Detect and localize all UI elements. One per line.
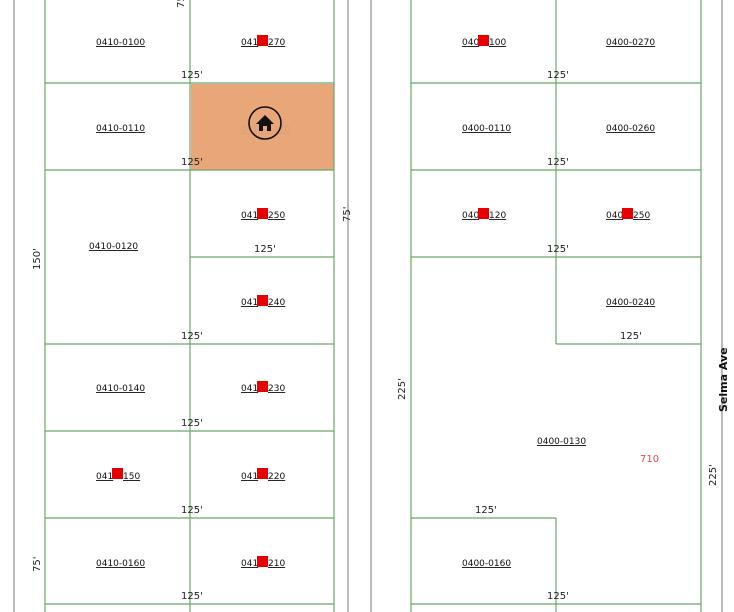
- parcel-label-0400-0100-a[interactable]: 040: [462, 38, 479, 48]
- parcel-marker-0410-0240: [257, 295, 268, 306]
- dim-label: 225': [708, 464, 719, 486]
- parcel-label-0400-0270[interactable]: 0400-0270: [606, 38, 655, 48]
- parcel-label-0410-0270-a[interactable]: 041: [241, 38, 258, 48]
- parcel-label-0410-0140[interactable]: 0410-0140: [96, 384, 145, 394]
- parcel-label-0410-0120[interactable]: 0410-0120: [89, 242, 138, 252]
- dimension-labels: 125' 125' 125' 125' 125' 125' 125' 125' …: [32, 0, 719, 602]
- street-name-label: Selma Ave: [717, 347, 730, 412]
- dim-label: 75': [176, 0, 187, 8]
- parcel-label-0410-0250-a[interactable]: 041: [241, 211, 258, 221]
- home-icon[interactable]: [248, 106, 282, 140]
- parcel-label-0410-0150-b[interactable]: 150: [123, 472, 140, 482]
- highlighted-parcel-label: 0410-0270: [241, 125, 290, 135]
- dim-label: 125': [181, 591, 203, 602]
- parcel-label-0410-0220-a[interactable]: 041: [241, 472, 258, 482]
- parcel-label-0410-0110[interactable]: 0410-0110: [96, 124, 145, 134]
- parcel-marker-0410-0250: [257, 208, 268, 219]
- parcel-label-0410-0230-a[interactable]: 041: [241, 384, 258, 394]
- dim-label: 75': [342, 207, 353, 222]
- dim-label: 225': [397, 378, 408, 400]
- parcel-label-0410-0160[interactable]: 0410-0160: [96, 559, 145, 569]
- parcel-label-0410-0100[interactable]: 0410-0100: [96, 38, 145, 48]
- parcel-marker-0410-0220: [257, 468, 268, 479]
- parcel-label-0410-0250-b[interactable]: 250: [268, 211, 285, 221]
- dim-label: 125': [181, 70, 203, 81]
- parcel-marker-0400-0250: [622, 208, 633, 219]
- dim-label: 125': [547, 244, 569, 255]
- parcel-label-0410-0230-b[interactable]: 230: [268, 384, 285, 394]
- dim-label: 75': [32, 557, 43, 572]
- left-block-lines: [44, 0, 335, 612]
- dim-label: 125': [181, 157, 203, 168]
- parcel-label-0410-0240-b[interactable]: 240: [268, 298, 285, 308]
- parcel-label-0400-0240[interactable]: 0400-0240: [606, 298, 655, 308]
- dim-label: 125': [181, 505, 203, 516]
- parcel-marker-0410-0230: [257, 381, 268, 392]
- dim-label: 125': [547, 70, 569, 81]
- parcel-label-0400-0120-a[interactable]: 040: [462, 211, 479, 221]
- parcel-label-0410-0220-b[interactable]: 220: [268, 472, 285, 482]
- parcel-marker-0400-0100: [478, 35, 489, 46]
- parcel-label-0410-0210-a[interactable]: 041: [241, 559, 258, 569]
- parcel-label-0400-0250-b[interactable]: 250: [633, 211, 650, 221]
- parcel-marker-0400-0120: [478, 208, 489, 219]
- parcel-label-0400-0160[interactable]: 0400-0160: [462, 559, 511, 569]
- parcel-label-0410-0210-b[interactable]: 210: [268, 559, 285, 569]
- address-number: 710: [640, 454, 659, 465]
- dim-label: 125': [181, 418, 203, 429]
- dim-label: 125': [547, 591, 569, 602]
- parcel-label-0410-0150-a[interactable]: 041: [96, 472, 113, 482]
- parcel-label-0400-0100-b[interactable]: 100: [489, 38, 506, 48]
- dim-label: 150': [32, 248, 43, 270]
- dim-label: 125': [181, 331, 203, 342]
- parcel-label-0400-0260[interactable]: 0400-0260: [606, 124, 655, 134]
- parcel-marker-0410-0270: [257, 35, 268, 46]
- parcel-label-0400-0130[interactable]: 0400-0130: [537, 437, 586, 447]
- dim-label: 125': [547, 157, 569, 168]
- right-block-lines: [410, 0, 702, 612]
- dim-label: 125': [620, 331, 642, 342]
- parcel-label-0410-0270-b[interactable]: 270: [268, 38, 285, 48]
- parcel-marker-0410-0210: [257, 556, 268, 567]
- dim-label: 125': [475, 505, 497, 516]
- parcel-label-0410-0240-a[interactable]: 041: [241, 298, 258, 308]
- parcel-label-0400-0250-a[interactable]: 040: [606, 211, 623, 221]
- parcel-label-0400-0110[interactable]: 0400-0110: [462, 124, 511, 134]
- parcel-marker-0410-0150: [112, 468, 123, 479]
- dim-label: 125': [254, 244, 276, 255]
- parcel-label-0400-0120-b[interactable]: 120: [489, 211, 506, 221]
